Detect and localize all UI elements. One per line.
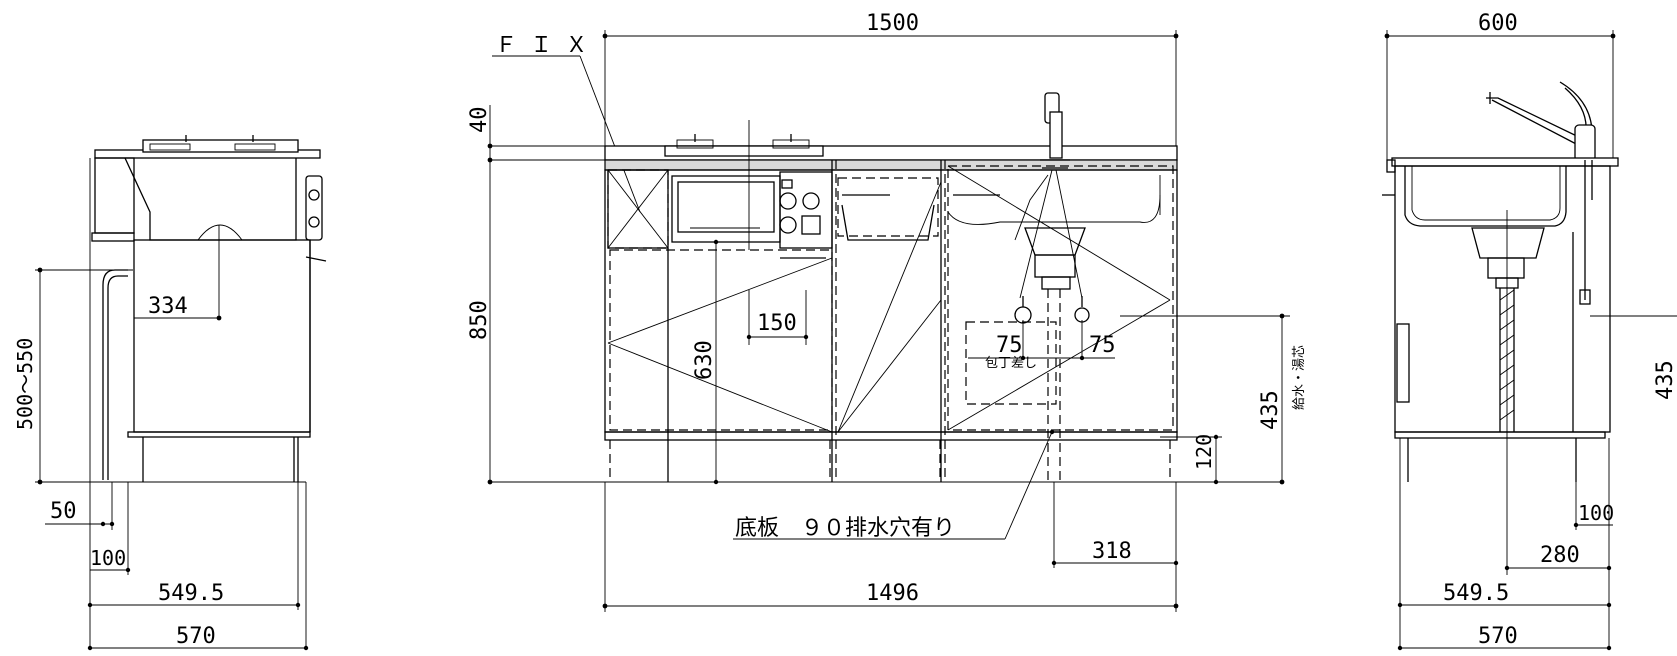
left-drain-pipe: [102, 269, 128, 480]
dim-549-5-left: 549.5: [158, 581, 224, 606]
dim-120: 120: [1192, 434, 1216, 470]
dim-100-left: 100: [90, 546, 126, 570]
left-side-view: 334 500～550 50 100 549.5 570: [13, 135, 327, 651]
right-side-view: 600: [1382, 11, 1677, 651]
dim-570-left: 570: [176, 624, 216, 649]
dim-1496: 1496: [866, 581, 919, 606]
dim-280: 280: [1540, 543, 1580, 568]
left-knob-panel: [305, 175, 323, 241]
dim-549-5-right: 549.5: [1443, 581, 1509, 606]
dim-600: 600: [1478, 11, 1518, 36]
front-view: 1500 Ｆ Ｉ Ｘ 40 850: [467, 11, 1307, 612]
dim-435-right: 435: [1653, 360, 1677, 400]
left-cooktop: [142, 139, 299, 153]
right-countertop: [1391, 157, 1619, 167]
dim-500-550: 500～550: [13, 338, 37, 430]
label-bottom-board: 底板 ９０排水穴有り: [735, 516, 955, 541]
front-cooktop: [664, 145, 824, 157]
dim-150: 150: [757, 311, 797, 336]
valve-right: [1074, 307, 1090, 323]
dim-850: 850: [467, 300, 492, 340]
right-drain: [1471, 227, 1545, 259]
right-cabinet-body: [1394, 165, 1611, 433]
dim-630: 630: [692, 340, 717, 380]
right-faucet-spout: [1486, 92, 1586, 141]
dim-570-right: 570: [1478, 624, 1518, 649]
dim-50: 50: [50, 499, 77, 524]
right-sink-bowl: [1404, 166, 1567, 227]
knife-holder: [965, 321, 1057, 405]
dim-1500: 1500: [866, 11, 919, 36]
dim-100-right: 100: [1578, 501, 1614, 525]
front-backsplash-strip: [604, 159, 1178, 171]
faucet-stem: [1049, 111, 1063, 159]
dim-318: 318: [1092, 539, 1132, 564]
right-faucet-body: [1574, 124, 1596, 162]
oven-unit: [671, 175, 781, 243]
left-cabinet-body: [133, 239, 311, 433]
control-panel: [779, 171, 833, 249]
label-fix: Ｆ Ｉ Ｘ: [495, 33, 588, 58]
dim-75-b: 75: [1089, 333, 1116, 358]
dim-435-front: 435: [1258, 390, 1283, 430]
dim-40: 40: [467, 107, 492, 134]
label-water-supply: 給水・湯芯: [1292, 345, 1307, 410]
dim-334: 334: [148, 294, 188, 319]
dim-75-a: 75: [996, 333, 1023, 358]
